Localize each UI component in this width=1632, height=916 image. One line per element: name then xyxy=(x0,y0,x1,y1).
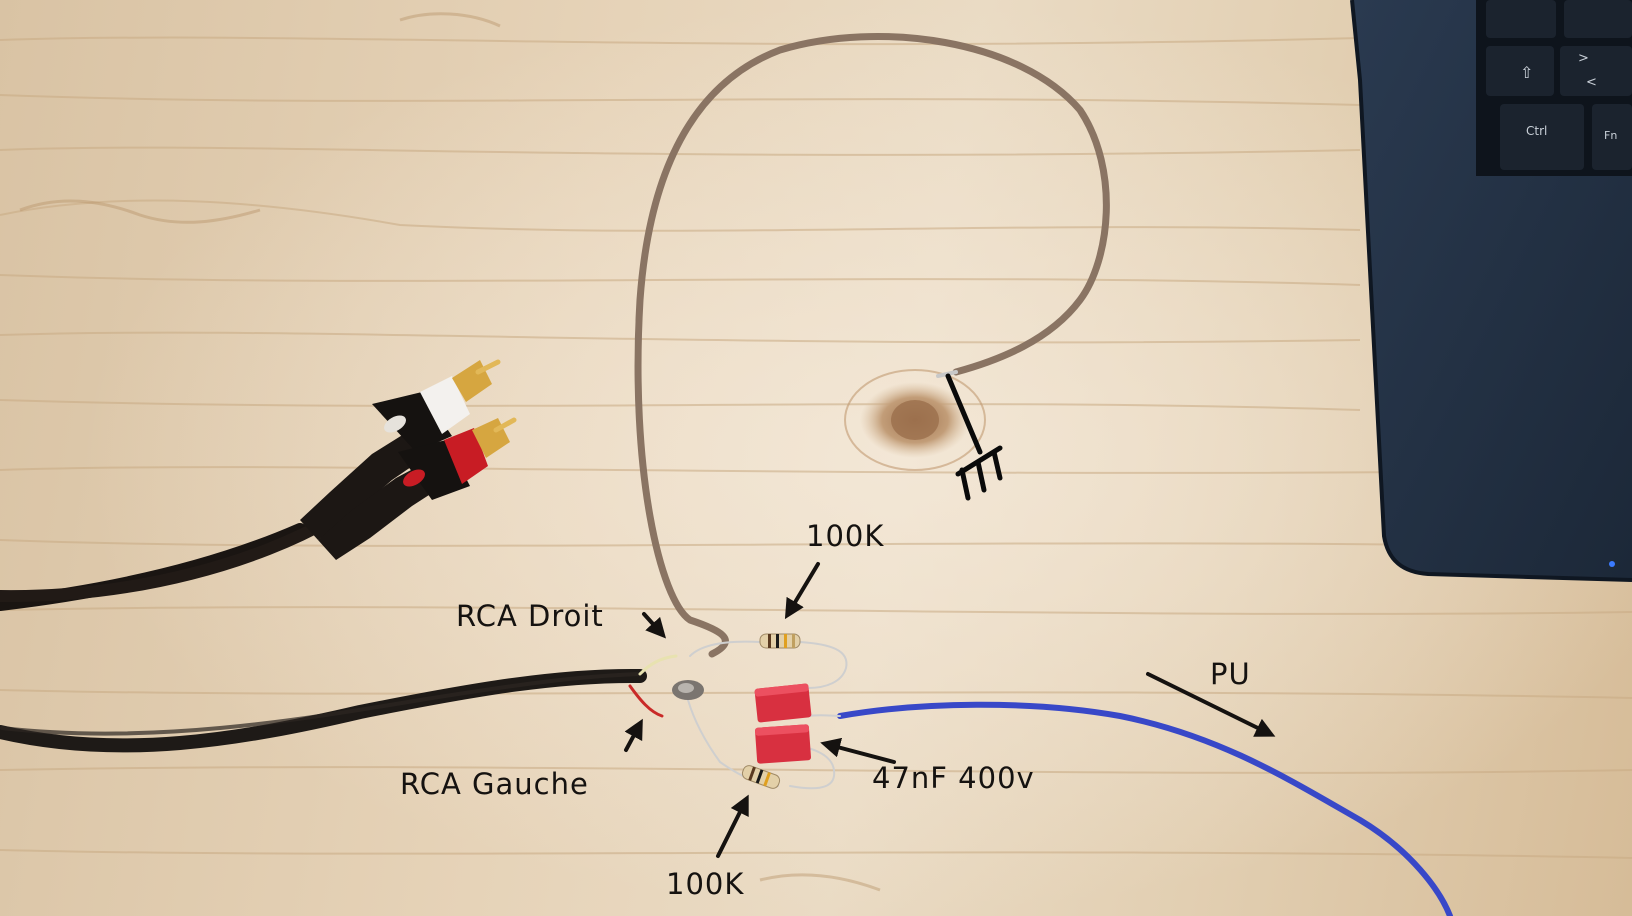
up-arrow-key xyxy=(1486,46,1554,96)
status-led xyxy=(1609,561,1615,567)
arrow-rca-gauche xyxy=(624,718,643,752)
solder-junction xyxy=(672,680,704,700)
label-pu: PU xyxy=(1210,657,1251,691)
capacitor-bottom xyxy=(755,724,811,764)
fn-key xyxy=(1592,104,1632,170)
wood-knot xyxy=(844,369,986,471)
less-key-label: < xyxy=(1586,75,1597,90)
annotation-arrows xyxy=(624,562,1276,858)
arrow-rca-droit xyxy=(642,612,667,639)
label-capacitor: 47nF 400v xyxy=(872,761,1035,795)
circuit-wires xyxy=(628,640,848,790)
greater-key-label: > xyxy=(1578,51,1589,66)
rca-cable-pair xyxy=(0,514,647,753)
ctrl-key-label: Ctrl xyxy=(1526,124,1547,138)
label-100k-bottom: 100K xyxy=(666,867,745,901)
ground-symbol xyxy=(945,373,1003,501)
resistor-bottom xyxy=(741,765,781,789)
arrow-100k-bottom xyxy=(716,794,749,858)
fn-key-label: Fn xyxy=(1604,129,1617,142)
ctrl-key xyxy=(1500,104,1584,170)
up-arrow-icon: ⇧ xyxy=(1520,63,1533,82)
arrow-capacitor xyxy=(820,737,896,764)
angle-bracket-key xyxy=(1560,46,1632,96)
arrow-100k-top xyxy=(784,562,820,620)
keyboard-key xyxy=(1564,0,1632,38)
laptop: ⇧ > < Ctrl Fn xyxy=(1350,0,1632,582)
keyboard-key xyxy=(1486,0,1556,38)
label-rca-gauche: RCA Gauche xyxy=(400,767,589,801)
rca-plug-white xyxy=(300,359,501,540)
blue-pu-wire xyxy=(837,701,1453,916)
capacitor-top xyxy=(754,683,812,723)
label-100k-top: 100K xyxy=(806,519,885,553)
keyboard: ⇧ > < Ctrl Fn xyxy=(1476,0,1632,176)
label-rca-droit: RCA Droit xyxy=(456,599,604,633)
resistor-top xyxy=(759,633,801,649)
arrow-pu xyxy=(1146,672,1276,737)
brown-ground-wire xyxy=(634,33,1110,658)
rca-plug-red xyxy=(318,417,517,560)
